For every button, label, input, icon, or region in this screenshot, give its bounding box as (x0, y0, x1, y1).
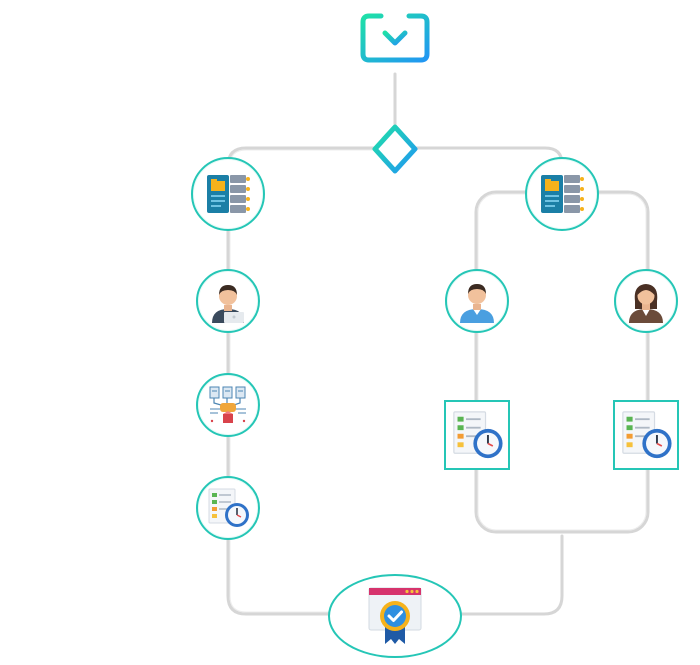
left-network-node[interactable] (196, 373, 260, 437)
gateway-node[interactable] (371, 124, 419, 174)
checklist-clock-icon (453, 411, 503, 459)
server-folder-icon (541, 175, 584, 213)
left-server-node[interactable] (191, 157, 265, 231)
decision-diamond-icon (372, 124, 418, 174)
male-user-icon (460, 284, 494, 323)
male-user-laptop-icon (212, 285, 244, 323)
right-checklist-a-node[interactable] (444, 400, 510, 470)
start-node[interactable] (358, 8, 432, 76)
server-folder-icon (207, 175, 250, 213)
certificate-badge-icon (368, 587, 422, 644)
document-network-icon (209, 386, 246, 423)
right-checklist-b-node[interactable] (613, 400, 679, 470)
right-user-female-node[interactable] (614, 269, 678, 333)
right-server-node[interactable] (525, 157, 599, 231)
end-node[interactable] (328, 574, 462, 658)
female-user-icon (629, 284, 663, 323)
left-user-node[interactable] (196, 269, 260, 333)
right-user-male-node[interactable] (445, 269, 509, 333)
left-checklist-node[interactable] (196, 476, 260, 540)
download-monitor-icon (360, 8, 430, 75)
checklist-clock-icon (622, 411, 672, 459)
checklist-clock-icon (208, 488, 249, 527)
